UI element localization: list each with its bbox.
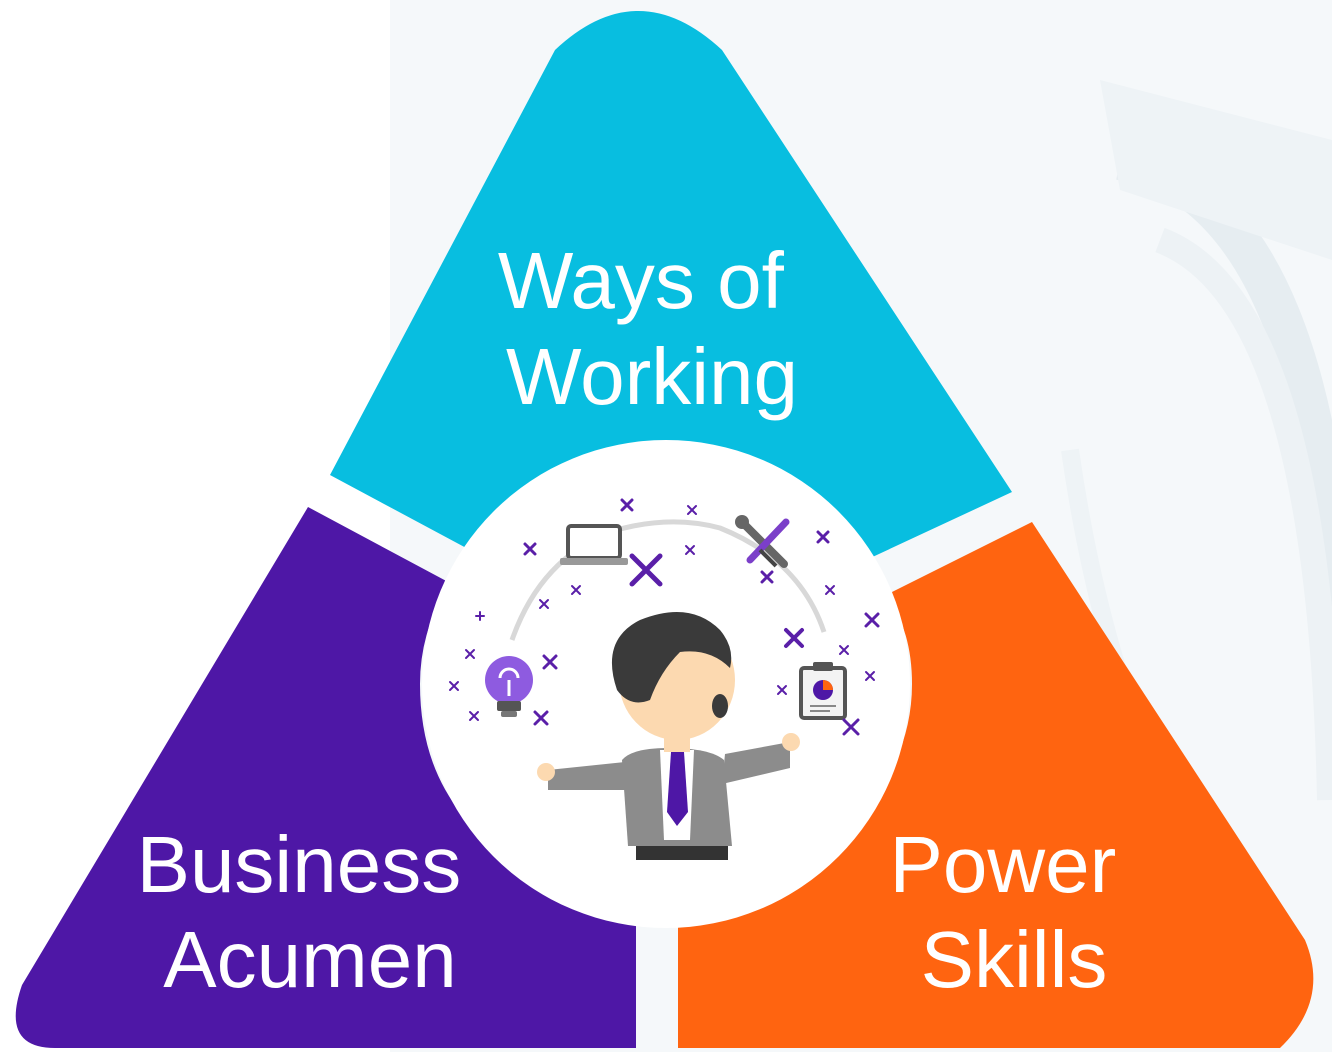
clipboard-chart-icon [799, 662, 847, 720]
orbit-arc [509, 519, 827, 641]
label-power-skills: Power Skills [890, 820, 1139, 1004]
label-business-acumen: Business Acumen [137, 820, 484, 1004]
tools-icon [735, 515, 790, 568]
label-ways-of-working: Ways of Working [498, 236, 806, 421]
segment-ways-of-working [330, 11, 1012, 560]
sparkle-icon [449, 498, 880, 736]
segment-business-acumen [15, 507, 636, 1048]
laptop-icon [560, 524, 628, 565]
businessman-figure [537, 612, 800, 860]
lightbulb-icon [485, 656, 533, 717]
segment-power-skills [678, 522, 1314, 1048]
